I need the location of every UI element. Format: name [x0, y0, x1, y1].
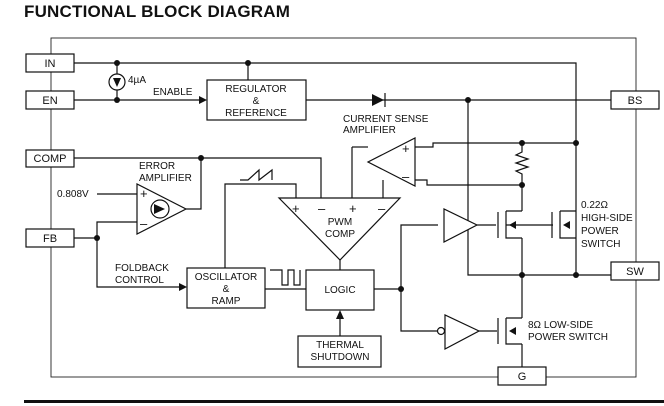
svg-text:IN: IN: [45, 58, 56, 70]
low-side-label-2: POWER SWITCH: [528, 332, 608, 343]
high-side-label-4: SWITCH: [581, 239, 620, 250]
svg-text:&: &: [253, 96, 260, 107]
svg-text:PWM: PWM: [328, 217, 352, 228]
pin-in: IN: [25, 53, 75, 73]
pin-en: EN: [25, 90, 75, 110]
error-amp-label-2: AMPLIFIER: [139, 173, 192, 184]
foldback-label-1: FOLDBACK: [115, 263, 169, 274]
svg-text:+: +: [140, 186, 148, 201]
high-side-label-1: 0.22Ω: [581, 200, 608, 211]
pulse-waveform-icon: [270, 269, 301, 286]
arrow-icon: [199, 96, 207, 104]
enable-label: ENABLE: [153, 87, 193, 98]
low-side-mosfet-icon: [497, 317, 522, 345]
ic-outline: [50, 37, 637, 378]
pin-fb: FB: [25, 228, 75, 248]
wire-comp: [74, 157, 322, 198]
svg-text:–: –: [318, 201, 326, 216]
svg-text:COMP: COMP: [34, 153, 67, 165]
svg-text:SW: SW: [626, 266, 644, 278]
high-side-driver: [443, 208, 479, 243]
pin-g: G: [497, 366, 547, 386]
reference-voltage-label: 0.808V: [57, 189, 89, 200]
svg-text:REGULATOR: REGULATOR: [225, 84, 286, 95]
pin-bs: BS: [610, 90, 660, 110]
svg-text:–: –: [378, 201, 386, 216]
svg-text:BS: BS: [628, 95, 643, 107]
svg-text:EN: EN: [42, 95, 57, 107]
svg-text:RAMP: RAMP: [212, 296, 241, 307]
svg-text:SHUTDOWN: SHUTDOWN: [311, 352, 370, 363]
high-side-label-2: HIGH-SIDE: [581, 213, 633, 224]
error-amp-label-1: ERROR: [139, 161, 175, 172]
svg-text:–: –: [402, 169, 410, 184]
low-side-driver: [436, 314, 481, 350]
svg-text:COMP: COMP: [325, 229, 355, 240]
pin-comp: COMP: [25, 149, 75, 168]
current-source-label: 4µA: [128, 75, 146, 86]
thermal-shutdown-block: THERMAL SHUTDOWN: [297, 335, 382, 368]
low-side-label-1: 8Ω LOW-SIDE: [528, 320, 593, 331]
svg-text:+: +: [349, 201, 357, 216]
error-amplifier: + –: [136, 183, 188, 235]
current-sense-label-2: AMPLIFIER: [343, 125, 396, 136]
resistor-icon: [514, 143, 530, 185]
svg-text:OSCILLATOR: OSCILLATOR: [195, 272, 257, 283]
pwm-comparator: + – + – PWM COMP: [277, 197, 402, 261]
diagram-title: FUNCTIONAL BLOCK DIAGRAM: [24, 2, 291, 21]
sense-mosfet-icon: [497, 210, 553, 275]
ramp-waveform-icon: [240, 168, 273, 182]
svg-text:&: &: [223, 284, 230, 295]
regulator-block: REGULATOR & REFERENCE: [206, 79, 307, 121]
current-sense-amplifier: + –: [366, 137, 416, 187]
arrow-icon: [336, 310, 344, 319]
current-sense-label-1: CURRENT SENSE: [343, 114, 429, 125]
foldback-label-2: CONTROL: [115, 275, 164, 286]
svg-text:FB: FB: [43, 233, 57, 245]
bottom-rule: [24, 400, 664, 403]
current-source-icon: [108, 65, 126, 100]
svg-text:LOGIC: LOGIC: [324, 285, 355, 296]
pin-sw: SW: [610, 261, 660, 281]
oscillator-block: OSCILLATOR & RAMP: [186, 267, 266, 309]
high-side-label-3: POWER: [581, 226, 619, 237]
high-side-mosfet-icon: [551, 210, 576, 239]
svg-text:G: G: [518, 371, 527, 383]
svg-text:THERMAL: THERMAL: [316, 340, 364, 351]
logic-block: LOGIC: [305, 269, 375, 311]
svg-text:–: –: [140, 216, 148, 231]
wire-in-rail: [74, 62, 577, 275]
svg-text:REFERENCE: REFERENCE: [225, 108, 287, 119]
diode-icon: [372, 93, 386, 107]
svg-text:+: +: [402, 141, 410, 156]
svg-text:+: +: [292, 201, 300, 216]
